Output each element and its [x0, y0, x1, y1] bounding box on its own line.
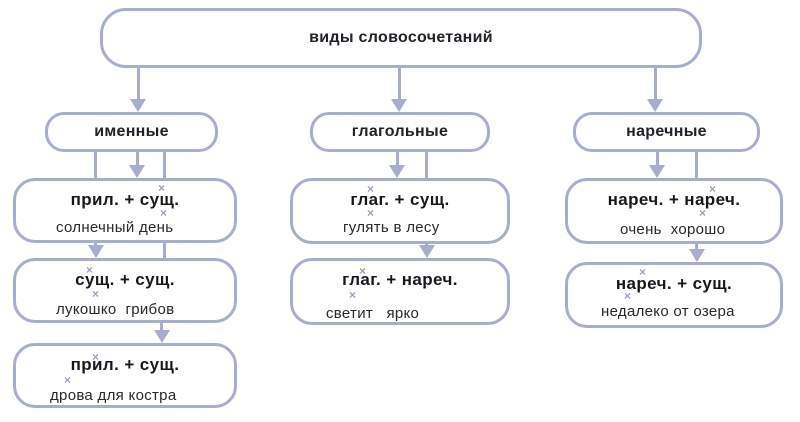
connector-narechnye-pass — [695, 152, 698, 178]
node-adj-noun-2-formula: прил. + сущ. — [70, 355, 180, 374]
connector-box2-box3-left — [160, 323, 163, 332]
arrowhead-narechnye-box1 — [649, 165, 665, 178]
x-mark-icon: × — [359, 264, 367, 278]
node-adv-adv-formula: нареч. + нареч. — [607, 190, 741, 209]
node-verb-adverb-formula: глаг. + нареч. — [342, 270, 458, 289]
node-adv-adv: нареч. + нареч. × × очень хорошо — [565, 178, 783, 244]
arrowhead-box1-box2-mid — [419, 245, 435, 258]
node-adv-noun-example: недалеко от озера — [601, 303, 735, 320]
x-mark-icon: × — [624, 289, 632, 303]
branch-glagolnye: глагольные — [310, 112, 490, 152]
node-verb-adverb-example: светит ярко — [326, 305, 420, 322]
node-adj-noun-2-example: дрова для костра — [50, 387, 177, 404]
connector-imennye-box1 — [136, 152, 139, 166]
x-mark-icon: × — [92, 350, 100, 364]
arrowhead-box1-box2-right — [689, 249, 705, 262]
x-mark-icon: × — [160, 206, 168, 220]
node-verb-noun: глаг. + сущ. × × гулять в лесу — [290, 178, 510, 244]
x-mark-icon: × — [349, 288, 357, 302]
connector-root-glagolnye — [398, 68, 401, 99]
arrowhead-root-glagolnye — [391, 99, 407, 112]
connector-glagolnye-box1 — [396, 152, 399, 166]
arrowhead-root-narechnye — [647, 99, 663, 112]
node-adj-noun-2: прил. + сущ. × × дрова для костра — [13, 343, 237, 408]
connector-glagolnye-pass — [425, 152, 428, 178]
x-mark-icon: × — [158, 181, 166, 195]
root-node: виды словосочетаний — [100, 8, 702, 68]
node-noun-noun: сущ. + сущ. × × лукошко грибов — [13, 258, 237, 323]
node-verb-noun-formula: глаг. + сущ. — [350, 190, 450, 209]
branch-narechnye-label: наречные — [626, 123, 707, 140]
x-mark-icon: × — [86, 263, 94, 277]
x-mark-icon: × — [64, 373, 72, 387]
x-mark-icon: × — [709, 182, 717, 196]
connector-imennye-pass-left — [94, 152, 97, 178]
arrowhead-imennye-box1 — [129, 165, 145, 178]
arrowhead-glagolnye-box1 — [389, 165, 405, 178]
branch-imennye: именные — [45, 112, 218, 152]
arrowhead-box1-box2-left — [88, 245, 104, 258]
arrowhead-box2-box3-left — [154, 330, 170, 343]
x-mark-icon: × — [92, 287, 100, 301]
x-mark-icon: × — [699, 206, 707, 220]
connector-box1-box2-right — [695, 244, 698, 251]
branch-glagolnye-label: глагольные — [351, 123, 449, 140]
node-adv-noun: нареч. + сущ. × × недалеко от озера — [565, 262, 783, 328]
arrowhead-root-imennye — [130, 99, 146, 112]
node-adj-noun-1: прил. + сущ. × × солнечный день — [13, 178, 237, 243]
connector-imennye-pass-right — [163, 152, 166, 178]
branch-narechnye: наречные — [573, 112, 760, 152]
connector-narechnye-box1 — [656, 152, 659, 166]
branch-imennye-label: именные — [94, 123, 169, 140]
x-mark-icon: × — [639, 265, 647, 279]
connector-pass-left-col — [163, 243, 166, 258]
node-noun-noun-formula: сущ. + сущ. — [75, 270, 175, 289]
node-adj-noun-1-formula: прил. + сущ. — [70, 190, 180, 209]
node-adv-noun-formula: нареч. + сущ. — [615, 274, 733, 293]
node-adj-noun-1-example: солнечный день — [56, 219, 174, 236]
node-noun-noun-example: лукошко грибов — [56, 301, 175, 318]
connector-root-narechnye — [654, 68, 657, 99]
connector-root-imennye — [137, 68, 140, 99]
root-label: виды словосочетаний — [309, 29, 493, 46]
node-verb-noun-example: гулять в лесу — [343, 219, 440, 236]
node-adv-adv-example: очень хорошо — [620, 221, 726, 238]
node-verb-adverb: глаг. + нареч. × × светит ярко — [290, 258, 510, 325]
x-mark-icon: × — [367, 182, 375, 196]
x-mark-icon: × — [367, 206, 375, 220]
